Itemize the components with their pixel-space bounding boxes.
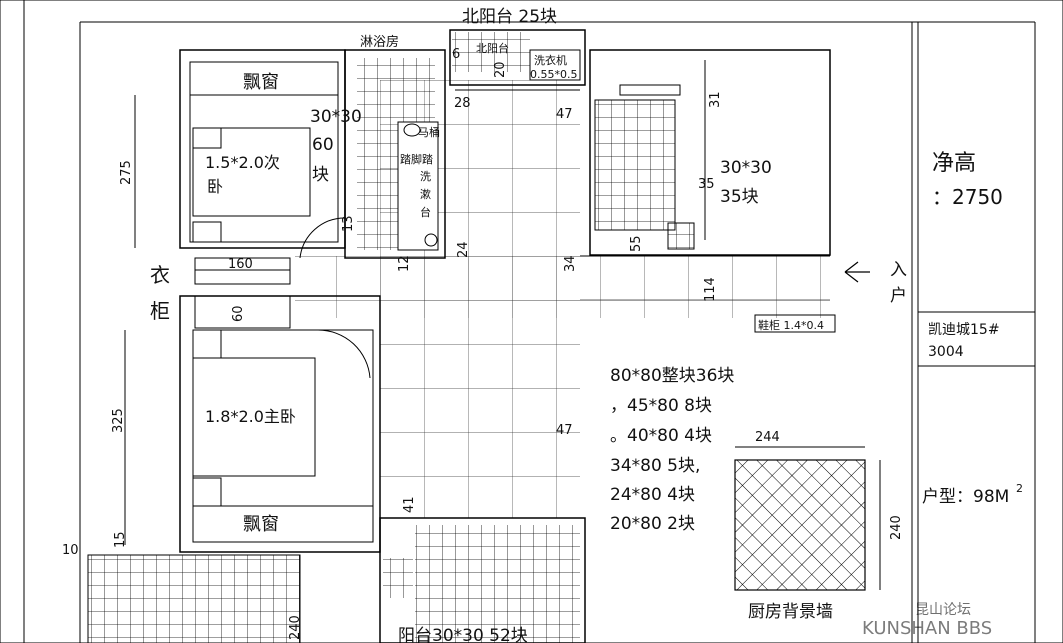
dim-12: 12 xyxy=(397,255,412,272)
second-tile-unit: 块 xyxy=(312,165,329,185)
tile-summary-4: 34*80 5块, xyxy=(610,456,700,476)
second-bed xyxy=(192,127,311,217)
dim-60: 60 xyxy=(231,305,246,322)
master-bedroom-walls xyxy=(179,295,381,553)
watermark-cn: 昆山论坛 xyxy=(915,602,971,618)
kitchen-wall-pattern xyxy=(734,459,866,591)
corridor-tile-grid xyxy=(295,256,830,318)
sink-label-2: 漱 xyxy=(420,188,431,201)
tile-summary-3: 。40*80 4块 xyxy=(610,426,712,446)
master-bedroom-inner xyxy=(192,329,374,543)
second-bay-window-label: 飘窗 xyxy=(243,72,279,93)
second-bedroom-label-1: 1.5*2.0次 xyxy=(205,153,280,172)
dim-325: 325 xyxy=(111,408,126,433)
sink-label-1: 洗 xyxy=(420,170,431,183)
dim-15: 15 xyxy=(113,531,128,548)
bottom-balcony-label: 阳台30*30 52块 xyxy=(398,626,528,643)
master-nightstand-top xyxy=(192,329,222,359)
watermark-en: KUNSHAN BBS xyxy=(862,618,992,639)
dim-34: 34 xyxy=(563,255,578,272)
dim-47-top: 47 xyxy=(556,107,573,122)
dim-20: 20 xyxy=(493,61,508,78)
wardrobe-label-1: 衣 xyxy=(150,263,170,287)
washer-label: 洗衣机 xyxy=(534,53,567,67)
north-balcony-small-label: 北阳台 xyxy=(476,41,509,55)
shoe-cabinet xyxy=(754,314,836,333)
right-room-small-grid xyxy=(667,222,695,250)
second-tile-count: 60 xyxy=(312,135,334,155)
bottom-balcony-tiles xyxy=(415,525,580,643)
tile-summary-1: 80*80整块36块 xyxy=(610,366,734,386)
washer-size-label: 0.55*0.5 xyxy=(530,68,578,81)
right-room-tile-count: 35块 xyxy=(720,187,759,207)
dim-275: 275 xyxy=(119,160,134,185)
north-balcony-title: 北阳台 25块 xyxy=(462,7,557,27)
shower-room-label: 淋浴房 xyxy=(360,34,399,50)
right-room-tile-size: 30*30 xyxy=(720,158,772,178)
kitchen-wall-label: 厨房背景墙 xyxy=(748,602,833,622)
master-bed xyxy=(192,357,316,477)
bottom-left-tiles xyxy=(87,554,301,643)
house-type-superscript: 2 xyxy=(1016,482,1023,495)
bottom-balcony-small-grid xyxy=(383,558,413,598)
kitchen-width-dim: 244 xyxy=(755,430,780,445)
entrance-label-2: 户 xyxy=(890,286,907,306)
toilet-shape xyxy=(403,123,421,137)
toilet-label: 马桶 xyxy=(418,125,440,139)
second-bed-pillow xyxy=(192,127,222,149)
floor-drain xyxy=(424,233,438,247)
wardrobe-label-2: 柜 xyxy=(150,299,170,323)
second-bedroom-inner xyxy=(189,61,339,243)
master-bedroom-label: 1.8*2.0主卧 xyxy=(205,407,296,426)
right-room-tiles xyxy=(594,99,676,231)
tile-summary-2: ，45*80 8块 xyxy=(610,396,712,416)
dim-6: 6 xyxy=(452,47,460,62)
tile-summary-5: 24*80 4块 xyxy=(610,485,695,505)
dim-13: 13 xyxy=(341,215,356,232)
shoe-cabinet-label: 鞋柜 1.4*0.4 xyxy=(758,318,824,332)
project-name: 凯迪城15# xyxy=(928,322,1000,338)
master-door-swing xyxy=(317,329,371,379)
dim-55: 55 xyxy=(629,235,644,252)
entrance-label-1: 入 xyxy=(890,260,907,280)
entrance-arrow-icon xyxy=(844,261,870,283)
right-room-walls xyxy=(589,49,831,256)
master-nightstand-bottom xyxy=(192,477,222,507)
dim-240-bottom: 240 xyxy=(288,615,303,640)
north-balcony-walls xyxy=(449,29,586,86)
dim-160: 160 xyxy=(228,257,253,272)
wardrobe-top xyxy=(194,257,291,285)
sink-label-3: 台 xyxy=(420,205,431,219)
house-type-label: 户型：98M xyxy=(922,487,1009,507)
sink-counter xyxy=(397,121,439,251)
dim-35: 35 xyxy=(698,177,715,192)
north-balcony-tiles xyxy=(452,32,530,72)
ceiling-height-title: 净高 xyxy=(932,151,976,176)
washer-box xyxy=(529,49,581,81)
dim-28: 28 xyxy=(454,96,471,111)
tile-summary-6: 20*80 2块 xyxy=(610,514,695,534)
bathroom-walls xyxy=(344,49,446,259)
mirror-label: 踏脚踏 xyxy=(400,152,433,166)
kitchen-height-dim: 240 xyxy=(889,515,904,540)
dim-47-mid: 47 xyxy=(556,423,573,438)
dim-10: 10 xyxy=(62,543,79,558)
dim-41: 41 xyxy=(402,496,417,513)
master-bay-window-label: 飘窗 xyxy=(243,514,279,535)
second-bedroom-door-swing xyxy=(299,217,346,259)
dim-31: 31 xyxy=(708,91,723,108)
second-tile-size: 30*30 xyxy=(310,107,362,127)
second-bed-nightstand xyxy=(192,221,222,243)
bottom-balcony-walls xyxy=(379,517,586,643)
second-bedroom-label-2: 卧 xyxy=(207,177,223,196)
right-room-window xyxy=(619,84,681,96)
dim-114: 114 xyxy=(703,277,718,302)
dim-24: 24 xyxy=(456,241,471,258)
project-unit: 3004 xyxy=(928,344,964,360)
ceiling-height-value: ：2750 xyxy=(932,185,1003,209)
